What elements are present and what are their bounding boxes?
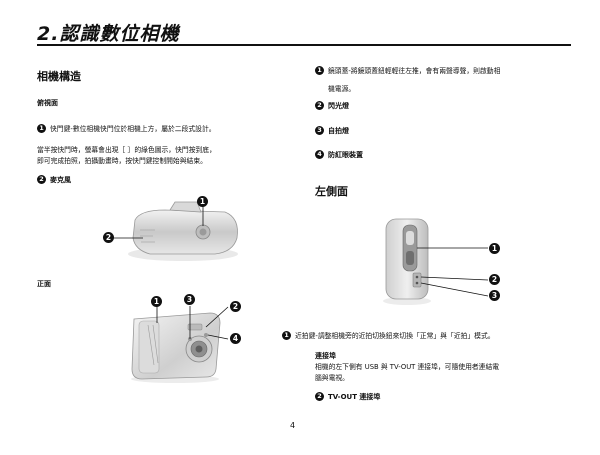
callout-badge: 1 xyxy=(197,196,208,207)
camera-side-view-figure xyxy=(383,218,489,305)
front-item-1: 1 鏡頭蓋-將鏡頭蓋鈕輕輕往左推，會有兩聲導聲，則啟動相 xyxy=(315,66,500,78)
item-text-line: 近拍鍵-調整相機旁的近拍切換鈕來切換「正常」與「近拍」模式。 xyxy=(295,332,495,340)
callout-badge: 3 xyxy=(489,290,500,301)
front-item-4: 4 防紅眼裝置 xyxy=(315,150,363,160)
item-text-line: 快門鍵-數位相機快門位於相機上方，屬於二段式設計。 xyxy=(50,125,216,133)
number-badge: 2 xyxy=(315,101,324,110)
number-badge: 3 xyxy=(315,126,324,135)
number-badge: 1 xyxy=(37,124,46,133)
callout-badge: 2 xyxy=(230,301,241,312)
callout-badge: 1 xyxy=(489,243,500,254)
callout-badge: 4 xyxy=(230,333,241,344)
top-view-item-1: 1 快門鍵-數位相機快門位於相機上方，屬於二段式設計。 xyxy=(37,124,216,136)
number-badge: 2 xyxy=(37,175,46,184)
connector-text-line: 相機的左下側有 USB 與 TV-OUT 連接埠，可隨使用者連結電 xyxy=(315,363,500,371)
connector-heading: 連接埠 xyxy=(315,352,336,360)
title-divider xyxy=(37,44,571,46)
item-label: 麥克風 xyxy=(50,176,71,184)
callout-badge: 1 xyxy=(151,296,162,307)
top-view-item-2: 2 麥克風 xyxy=(37,175,71,185)
number-badge: 1 xyxy=(315,66,324,75)
item-label: 自拍燈 xyxy=(328,127,349,135)
item-label: 防紅眼裝置 xyxy=(328,151,363,159)
item-text-line: 即可完成拍照，拍攝動畫時，按快門鍵控制開始與結束。 xyxy=(37,157,207,165)
side-view-heading: 左側面 xyxy=(315,185,348,198)
top-view-heading: 俯視面 xyxy=(37,99,58,107)
page-title: 2.認識數位相機 xyxy=(37,23,180,45)
front-item-2: 2 閃光燈 xyxy=(315,101,349,111)
section-title: 相機構造 xyxy=(37,70,81,83)
item-text-line: 鏡頭蓋-將鏡頭蓋鈕輕輕往左推，會有兩聲導聲，則啟動相 xyxy=(328,67,501,75)
callout-badge: 2 xyxy=(103,232,114,243)
item-text-line: 機電源。 xyxy=(328,85,356,93)
number-badge: 2 xyxy=(315,392,324,401)
item-text-line: 當半按快門時，螢幕會出現［ ］的綠色圖示，快門按到底， xyxy=(37,146,216,154)
item-label: 閃光燈 xyxy=(328,102,349,110)
camera-top-view-figure xyxy=(114,201,238,261)
front-item-3: 3 自拍燈 xyxy=(315,126,349,136)
tv-out-item: 2 TV-OUT 連接埠 xyxy=(315,392,380,402)
front-view-heading: 正面 xyxy=(37,280,51,288)
page-number: 4 xyxy=(290,421,296,430)
connector-text-line: 腦與電視。 xyxy=(315,374,349,382)
item-label: TV-OUT 連接埠 xyxy=(328,393,381,401)
camera-front-view-figure xyxy=(131,306,229,383)
side-item-1: 1 近拍鍵-調整相機旁的近拍切換鈕來切換「正常」與「近拍」模式。 xyxy=(282,331,495,343)
callout-badge: 3 xyxy=(184,294,195,305)
number-badge: 1 xyxy=(282,331,291,340)
number-badge: 4 xyxy=(315,150,324,159)
callout-badge: 2 xyxy=(489,274,500,285)
